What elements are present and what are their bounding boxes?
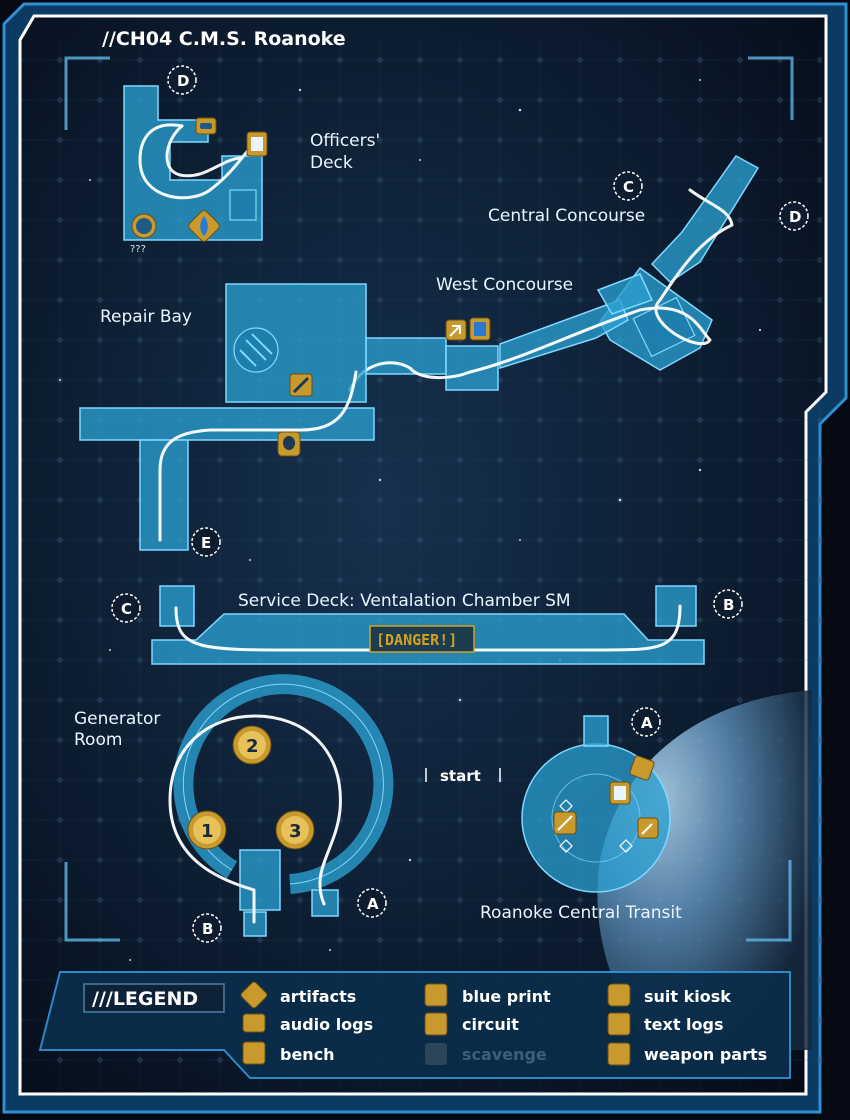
legend-circuit-icon	[424, 1012, 448, 1036]
legend-text-logs-label: text logs	[644, 1015, 724, 1034]
map-title: //CH04 C.M.S. Roanoke	[102, 28, 346, 50]
node-d-concourse[interactable]: D	[779, 201, 809, 231]
node-d-officers[interactable]: D	[167, 65, 197, 95]
generator-2-label: 2	[246, 736, 259, 757]
repair-bay-room[interactable]	[79, 283, 375, 551]
legend-bench-icon	[242, 1041, 266, 1065]
service-deck-label: Service Deck: Ventalation Chamber SM	[238, 591, 571, 611]
audio-log-icon[interactable]	[195, 117, 217, 135]
artifact-icon[interactable]	[187, 209, 221, 243]
legend-text-logs-icon	[607, 1012, 631, 1036]
legend-weapon-parts-icon	[607, 1042, 631, 1066]
unknown-item-icon[interactable]	[131, 213, 157, 239]
generator-room-label-2: Room	[74, 730, 122, 750]
generator-3-label: 3	[289, 821, 302, 842]
legend-circuit-label: circuit	[462, 1015, 519, 1034]
start-marker[interactable]: start	[425, 767, 501, 785]
concourse-path	[348, 188, 734, 392]
blueprint-icon[interactable]	[469, 317, 491, 341]
corner-brackets	[64, 56, 794, 942]
node-e-repair[interactable]: E	[191, 527, 221, 557]
node-b-generator[interactable]: B	[192, 913, 222, 943]
legend-panel: ///LEGEND artifacts audio logs bench blu…	[38, 971, 791, 1079]
generator-1[interactable]: 1	[187, 810, 227, 850]
node-c-concourse[interactable]: C	[613, 171, 643, 201]
node-d-officers-label: D	[177, 72, 189, 90]
legend-blueprint-label: blue print	[462, 987, 551, 1006]
legend-scavenge-label: scavenge	[462, 1045, 547, 1064]
central-concourse-label: Central Concourse	[488, 206, 645, 226]
legend-audio-logs-label: audio logs	[280, 1015, 373, 1034]
danger-sign: [DANGER!]	[369, 625, 475, 653]
legend-blueprint-icon	[424, 983, 448, 1007]
node-a-generator-label: A	[367, 895, 379, 913]
central-transit-room[interactable]	[521, 715, 671, 893]
repair-bay-label: Repair Bay	[100, 307, 192, 327]
central-transit-label: Roanoke Central Transit	[480, 903, 682, 923]
legend-suit-kiosk-label: suit kiosk	[644, 987, 731, 1006]
legend-bench-label: bench	[280, 1045, 335, 1064]
node-a-transit-label: A	[641, 714, 653, 732]
legend-artifacts-icon	[240, 981, 268, 1009]
suit-kiosk-icon[interactable]	[277, 431, 301, 457]
west-concourse-label: West Concourse	[436, 275, 573, 295]
node-b-service-label: B	[723, 596, 734, 614]
node-e-repair-label: E	[201, 534, 211, 552]
bench-icon[interactable]	[289, 373, 313, 397]
text-log-icon[interactable]	[246, 131, 268, 157]
transit-weapon-parts-icon[interactable]	[553, 811, 577, 835]
legend-artifacts-label: artifacts	[280, 987, 356, 1006]
node-a-transit[interactable]: A	[631, 707, 661, 737]
circuit-icon[interactable]	[445, 319, 467, 341]
legend-weapon-parts-label: weapon parts	[644, 1045, 767, 1064]
node-c-service-label: C	[121, 600, 132, 618]
unknown-label: ???	[130, 244, 146, 255]
generator-room-ring[interactable]	[168, 674, 394, 937]
generator-3[interactable]: 3	[275, 810, 315, 850]
node-c-service[interactable]: C	[111, 593, 141, 623]
generator-1-label: 1	[201, 821, 214, 842]
danger-label: [DANGER!]	[376, 631, 457, 649]
node-b-generator-label: B	[202, 920, 213, 938]
officers-deck-label-1: Officers'	[310, 131, 380, 151]
officers-deck-room[interactable]	[123, 85, 263, 241]
legend-audio-logs-icon	[242, 1013, 266, 1033]
start-label: start	[440, 767, 481, 785]
node-b-service[interactable]: B	[713, 589, 743, 619]
starfield	[59, 79, 762, 961]
node-a-generator[interactable]: A	[357, 888, 387, 918]
officers-deck-label-2: Deck	[310, 153, 353, 173]
generator-room-label-1: Generator	[74, 709, 160, 729]
node-d-concourse-label: D	[789, 208, 801, 226]
node-c-concourse-label: C	[623, 178, 634, 196]
transit-circuit-icon-2[interactable]	[637, 817, 659, 839]
generator-2[interactable]: 2	[232, 725, 272, 765]
legend-title: ///LEGEND	[92, 988, 198, 1010]
transit-circuit-icon[interactable]	[629, 755, 655, 781]
legend-scavenge-icon	[425, 1043, 447, 1065]
transit-text-log-icon[interactable]	[609, 781, 631, 805]
legend-suit-kiosk-icon	[607, 983, 631, 1007]
